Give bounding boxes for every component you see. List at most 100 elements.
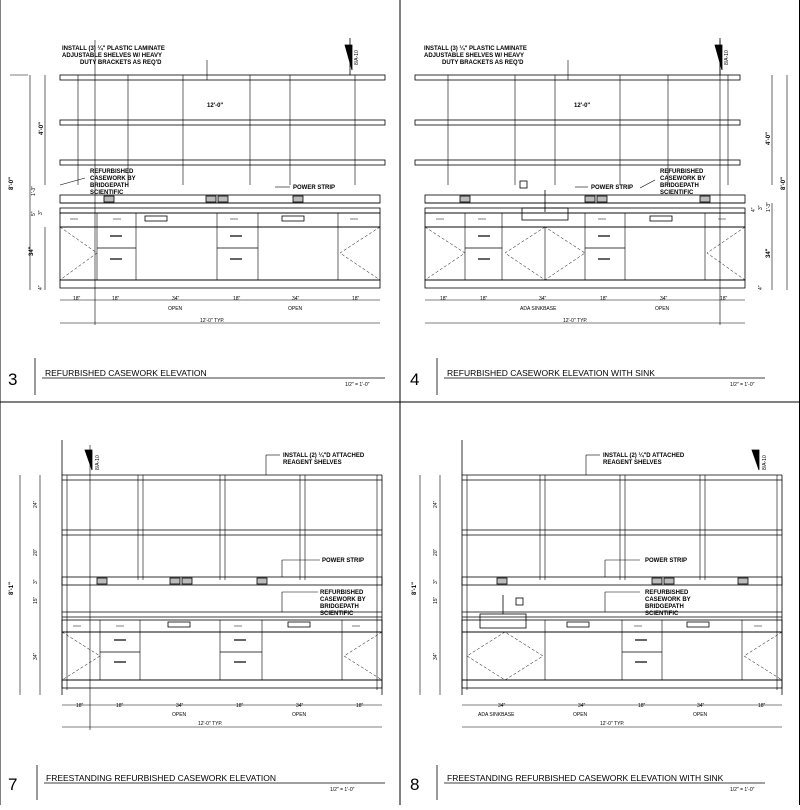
typical-width: 12'-0" TYP. (198, 721, 223, 727)
shelf-note-line-2: REAGENT SHELVES (603, 460, 662, 466)
open-label-1: OPEN (655, 306, 670, 312)
section-tag: 8/A-10 (354, 50, 360, 65)
dim-small-3: 4" (751, 207, 757, 212)
dim-small-2: 3" (38, 210, 44, 215)
shelf-note-line-3: DUTY BRACKETS AS REQ'D (80, 60, 162, 66)
dim-left-5: 34" (33, 652, 39, 660)
casework-note-line-1: REFURBISHED (645, 590, 689, 596)
power-strip-label: POWER STRIP (322, 558, 364, 564)
casework-note-line-3: BRIDGEPATH (660, 183, 699, 189)
open-label-2: OPEN (292, 712, 307, 718)
shelf-note-line-1: INSTALL (3) ¼" PLASTIC LAMINATE (62, 45, 165, 52)
casework-note-line-2: CASEWORK BY (90, 176, 136, 182)
bottom-dim-4: 34" (697, 703, 705, 709)
bottom-dim-6: 18" (352, 296, 360, 302)
casework-note-line-3: BRIDGEPATH (90, 183, 129, 189)
dim-upper-height: 4'-0" (39, 122, 45, 135)
dim-top: 12'-0" (574, 103, 590, 109)
open-label-1: OPEN (172, 712, 187, 718)
power-strip-label: POWER STRIP (645, 558, 687, 564)
dim-left-4: 15" (433, 596, 439, 604)
casework-note-line-2: CASEWORK BY (320, 597, 366, 603)
bottom-dim-4: 18" (233, 296, 241, 302)
dim-left-2: 20" (33, 548, 39, 556)
bottom-dim-5: 34" (292, 296, 300, 302)
dim-base-height: 34" (29, 246, 35, 256)
elevation-panel-8 (419, 440, 783, 800)
power-strip-label: POWER STRIP (591, 185, 633, 191)
bottom-dim-5: 18" (758, 703, 766, 709)
dim-small-4: 4" (758, 285, 764, 290)
dim-left-2: 20" (433, 548, 439, 556)
view-title: REFURBISHED CASEWORK ELEVATION (45, 368, 207, 378)
casework-note-line-1: REFURBISHED (320, 590, 364, 596)
dim-left-3: 3" (433, 579, 439, 584)
bottom-dim-5: 34" (296, 703, 304, 709)
shelf-note-line-2: ADJUSTABLE SHELVES W/ HEAVY (62, 53, 162, 59)
bottom-dim-5: 34" (660, 296, 668, 302)
view-title: FREESTANDING REFURBISHED CASEWORK ELEVAT… (46, 773, 276, 783)
open-label-2: OPEN (288, 306, 303, 312)
dim-left-3: 3" (33, 579, 39, 584)
section-tag: 8/A-10 (762, 455, 768, 470)
dim-left-4: 15" (33, 596, 39, 604)
elevation-panel-4 (414, 38, 788, 395)
sinkbase-label: ADA SINKBASE (520, 306, 557, 312)
bottom-dim-1: 34" (498, 703, 506, 709)
view-scale: 1/2" = 1'-0" (345, 382, 370, 388)
bottom-dim-1: 18" (440, 296, 448, 302)
dim-left-5: 34" (433, 652, 439, 660)
dim-overall-height: 8'-1" (412, 582, 418, 595)
elevation-panel-3 (10, 38, 386, 395)
dim-upper-height: 4'-0" (766, 132, 772, 145)
dim-small-4: 4" (38, 285, 44, 290)
open-label-2: OPEN (693, 712, 708, 718)
view-number: 8 (410, 775, 419, 794)
casework-note-line-4: SCIENTIFIC (660, 190, 694, 196)
shelf-note-line-1: INSTALL (2) ¼"D ATTACHED (283, 452, 365, 459)
bottom-dim-3: 34" (539, 296, 547, 302)
view-title: FREESTANDING REFURBISHED CASEWORK ELEVAT… (447, 773, 724, 783)
sinkbase-label: ADA SINKBASE (478, 712, 515, 718)
open-label-1: OPEN (168, 306, 183, 312)
casework-note-line-4: SCIENTIFIC (90, 190, 124, 196)
typical-width: 12'-0" TYP. (600, 721, 625, 727)
bottom-dim-2: 34" (578, 703, 586, 709)
view-scale: 1/2" = 1'-0" (730, 382, 755, 388)
shelf-note-line-1: INSTALL (2) ¼"D ATTACHED (603, 452, 685, 459)
view-scale: 1/2" = 1'-0" (730, 787, 755, 793)
dim-top: 12'-0" (207, 103, 223, 109)
bottom-dim-2: 18" (116, 703, 124, 709)
bottom-dim-4: 18" (236, 703, 244, 709)
typical-width: 12'-0" TYP. (200, 318, 225, 324)
dim-small-3: 5" (31, 211, 37, 216)
dim-overall-height: 8'-0" (781, 177, 787, 190)
view-title: REFURBISHED CASEWORK ELEVATION WITH SINK (447, 368, 655, 378)
bottom-dim-6: 18" (720, 296, 728, 302)
bottom-dim-3: 34" (172, 296, 180, 302)
section-tag: 8/A-10 (724, 50, 730, 65)
casework-note-line-3: BRIDGEPATH (645, 604, 684, 610)
bottom-dim-2: 18" (480, 296, 488, 302)
casework-note-line-3: BRIDGEPATH (320, 604, 359, 610)
shelf-note-line-1: INSTALL (3) ¼" PLASTIC LAMINATE (424, 45, 527, 52)
dim-small-1: 1'-3" (31, 186, 37, 196)
casework-note-line-4: SCIENTIFIC (320, 611, 354, 617)
dim-small-2: 3" (758, 205, 764, 210)
bottom-dim-2: 18" (112, 296, 120, 302)
elevation-panel-7 (19, 440, 385, 800)
view-number: 3 (8, 370, 17, 389)
shelf-note-line-2: ADJUSTABLE SHELVES W/ HEAVY (424, 53, 524, 59)
bottom-dim-1: 18" (73, 296, 81, 302)
dim-base-height: 34" (766, 248, 772, 258)
dim-overall-height: 8'-1" (9, 582, 15, 595)
view-number: 7 (8, 775, 17, 794)
casework-note-line-2: CASEWORK BY (660, 176, 706, 182)
view-number: 4 (410, 370, 419, 389)
dim-left-1: 24" (433, 500, 439, 508)
shelf-note-line-2: REAGENT SHELVES (283, 460, 342, 466)
bottom-dim-3: 34" (176, 703, 184, 709)
view-scale: 1/2" = 1'-0" (330, 787, 355, 793)
dim-small-1: 1'-3" (766, 202, 772, 212)
